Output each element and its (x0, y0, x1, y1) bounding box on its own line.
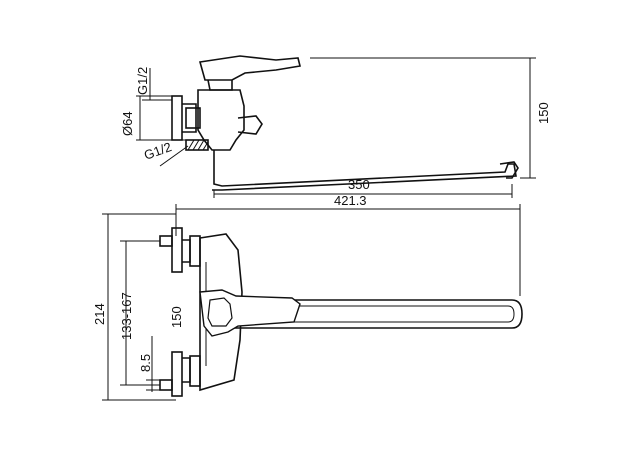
side-wall-flange (171, 95, 183, 141)
side-cartridge-cap (207, 79, 233, 91)
front-nut-bottom (189, 355, 201, 387)
side-aerator (499, 161, 519, 179)
front-connector-top (182, 239, 191, 263)
dim-8-5: 8.5 (138, 354, 153, 372)
side-view: G1/2 Ø64 G1/2 150 350 (120, 55, 551, 198)
front-lever-inner (207, 297, 233, 327)
dim-150-front: 150 (169, 306, 184, 328)
dim-4213: 421.3 (334, 193, 367, 208)
front-flange-bottom (171, 351, 183, 397)
front-connector-bottom (182, 357, 191, 383)
side-eccentric (182, 103, 197, 133)
front-view: 214 133-167 150 8.5 (92, 213, 523, 401)
dim-4213-group: 421.3 (175, 193, 521, 296)
side-diverter-knob (237, 115, 263, 135)
front-flange-top (171, 227, 183, 273)
side-outlet-hatched (185, 139, 209, 151)
front-eccentric-bottom (159, 379, 173, 391)
dim-d64: Ø64 (120, 111, 135, 136)
dim-g12-top: G1/2 (135, 67, 150, 95)
front-eccentric-top (159, 235, 173, 247)
side-handle-lever (198, 55, 301, 81)
side-nut (185, 107, 201, 129)
dim-214: 214 (92, 303, 107, 325)
side-spout (212, 150, 517, 191)
front-spout (208, 299, 523, 329)
dim-150-side: 150 (536, 102, 551, 124)
dim-350: 350 (348, 177, 370, 192)
front-nut-top (189, 235, 201, 267)
dim-133-167: 133-167 (119, 292, 134, 340)
side-body (197, 89, 245, 151)
